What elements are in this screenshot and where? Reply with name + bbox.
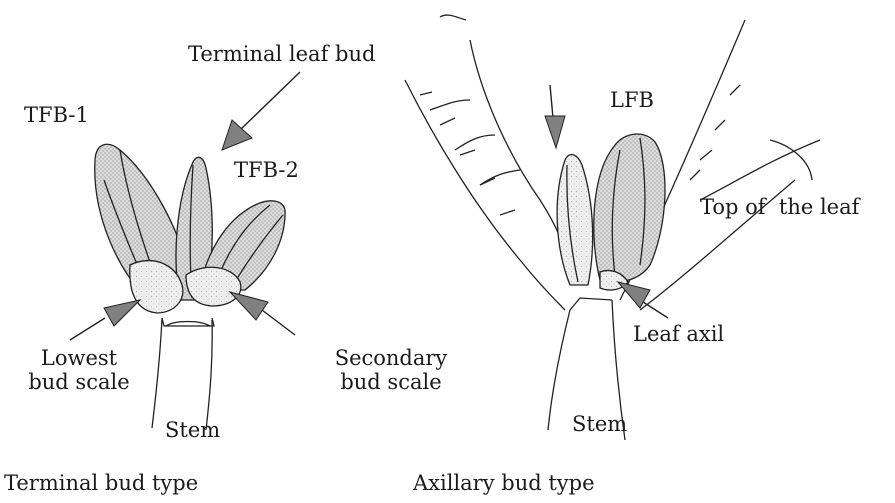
secondary-arrowhead — [230, 292, 268, 320]
lfb-arrowhead — [545, 116, 565, 148]
lowest-arrowhead — [104, 300, 140, 326]
label-terminal-bud-type: Terminal bud type — [4, 471, 198, 495]
label-terminal-leaf-bud: Terminal leaf bud — [188, 42, 375, 66]
lfb-bud — [594, 134, 665, 282]
label-top-of-leaf: Top of the leaf — [700, 195, 859, 219]
terminal-leaf-bud-arrowhead — [222, 120, 252, 150]
left-stem-collar — [162, 318, 214, 326]
left-leaf-serration — [420, 92, 515, 215]
label-lowest-line2: bud scale — [14, 370, 144, 394]
label-lfb: LFB — [610, 88, 654, 112]
label-lowest-bud-scale: Lowest bud scale — [14, 346, 144, 394]
axillary-bud-drawing — [405, 15, 820, 440]
label-leaf-axil: Leaf axil — [633, 322, 724, 346]
label-tfb2: TFB-2 — [234, 158, 299, 182]
leaf-tip-squiggle — [440, 15, 466, 20]
label-stem-right: Stem — [572, 412, 627, 436]
lfb-arrow-line — [550, 85, 553, 118]
right-leaf-edge — [640, 140, 820, 310]
left-leaf-edge — [470, 40, 570, 270]
right-stem-joint — [570, 298, 612, 310]
label-stem-left: Stem — [165, 418, 220, 442]
label-secondary-bud-scale: Secondary bud scale — [326, 346, 456, 394]
label-lowest-line1: Lowest — [14, 346, 144, 370]
label-axillary-bud-type: Axillary bud type — [413, 471, 595, 495]
label-tfb1: TFB-1 — [24, 103, 89, 127]
label-secondary-line1: Secondary — [326, 346, 456, 370]
label-secondary-line2: bud scale — [326, 370, 456, 394]
secondary-bud-scale-shape — [186, 267, 241, 306]
secondary-arrow-line — [262, 310, 295, 335]
lowest-arrow-line — [70, 318, 105, 340]
right-leaf-serration — [690, 85, 740, 180]
left-stem — [152, 318, 212, 430]
left-leaf-outline — [405, 80, 565, 310]
leaf-axil-arrow-line — [640, 300, 668, 318]
terminal-leaf-bud-arrow-line — [240, 72, 300, 130]
